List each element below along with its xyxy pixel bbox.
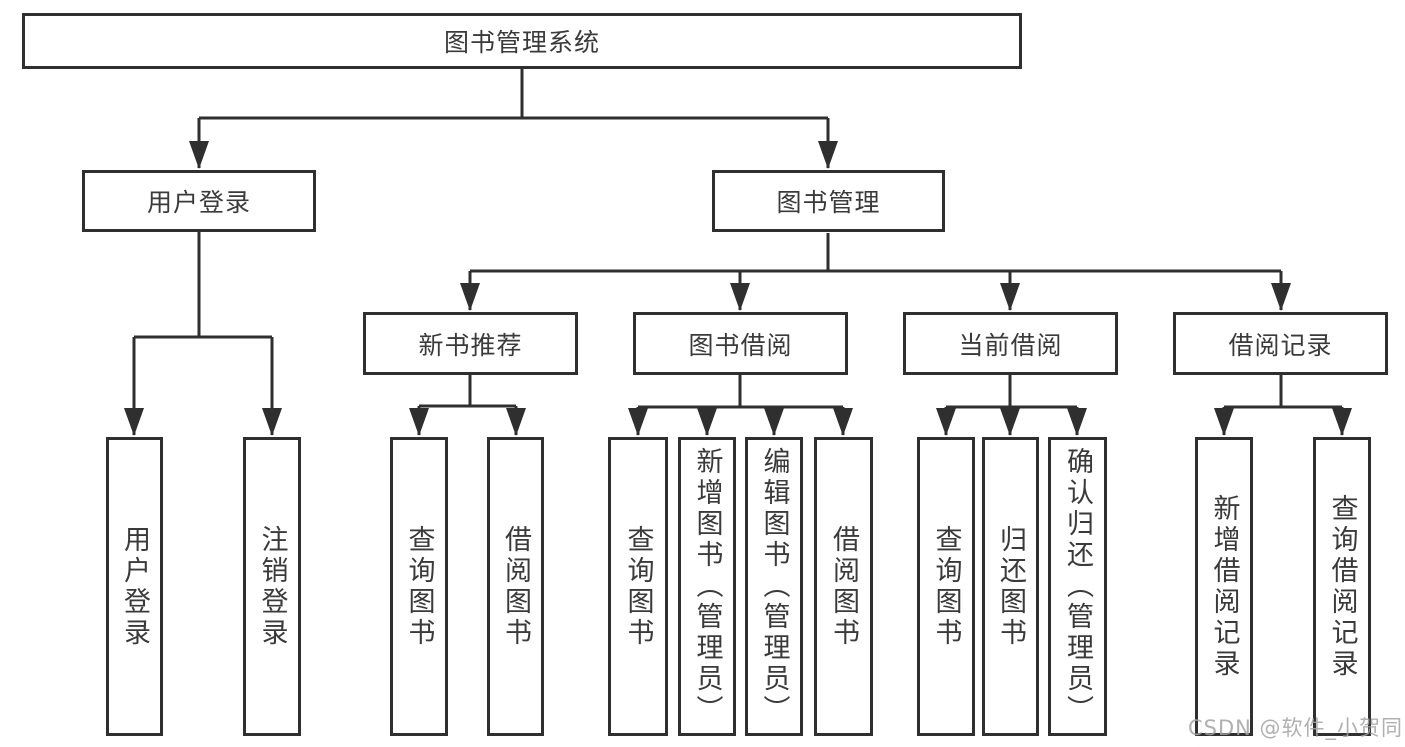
node-borrowing-records: 借阅记录 — [1173, 312, 1388, 375]
leaf-label: 编辑图书（管理员） — [758, 447, 790, 726]
node-label: 图书管理系统 — [443, 28, 600, 57]
node-book-management: 图书管理 — [712, 170, 945, 232]
leaf-newbooks-borrow-books: 借阅图书 — [487, 437, 544, 736]
leaf-user-login: 用户登录 — [106, 437, 163, 736]
leaf-current-query-books: 查询图书 — [917, 437, 975, 736]
leaf-label: 查询图书 — [622, 524, 654, 649]
node-new-book-recommend: 新书推荐 — [363, 312, 578, 375]
leaf-return-book: 归还图书 — [982, 437, 1039, 736]
leaf-label: 新增图书（管理员） — [691, 447, 723, 726]
leaf-label: 查询图书 — [403, 524, 435, 649]
node-book-borrowing: 图书借阅 — [633, 312, 848, 375]
leaf-borrowing-query-books: 查询图书 — [608, 437, 668, 736]
leaf-newbooks-query-books: 查询图书 — [390, 437, 448, 736]
leaf-label: 归还图书 — [995, 524, 1026, 649]
node-label: 当前借阅 — [958, 330, 1063, 360]
leaf-add-book-admin: 新增图书（管理员） — [678, 437, 736, 736]
leaf-confirm-return-admin: 确认归还（管理员） — [1048, 437, 1107, 736]
node-current-borrowing: 当前借阅 — [903, 312, 1118, 375]
leaf-query-borrow-record: 查询借阅记录 — [1313, 437, 1371, 736]
leaf-borrowing-borrow-books: 借阅图书 — [814, 437, 873, 736]
leaf-logout: 注销登录 — [243, 437, 301, 736]
node-label: 图书管理 — [776, 188, 881, 217]
leaf-edit-book-admin: 编辑图书（管理员） — [745, 437, 803, 736]
node-user-login: 用户登录 — [82, 170, 316, 232]
leaf-add-borrow-record: 新增借阅记录 — [1195, 437, 1253, 736]
leaf-label: 借阅图书 — [828, 524, 859, 649]
leaf-label: 注销登录 — [256, 524, 288, 649]
leaf-label: 用户登录 — [119, 524, 150, 649]
node-label: 新书推荐 — [418, 330, 523, 360]
watermark: CSDN @软件_小贺同学 — [1188, 716, 1404, 747]
node-label: 图书借阅 — [688, 330, 793, 360]
leaf-label: 新增借阅记录 — [1208, 493, 1240, 680]
leaf-label: 确认归还（管理员） — [1062, 447, 1093, 726]
leaf-label: 查询借阅记录 — [1326, 493, 1358, 680]
leaf-label: 借阅图书 — [500, 524, 531, 649]
node-library-system-root: 图书管理系统 — [22, 13, 1022, 69]
node-label: 用户登录 — [146, 188, 251, 217]
leaf-label: 查询图书 — [930, 524, 962, 649]
node-label: 借阅记录 — [1228, 330, 1333, 360]
